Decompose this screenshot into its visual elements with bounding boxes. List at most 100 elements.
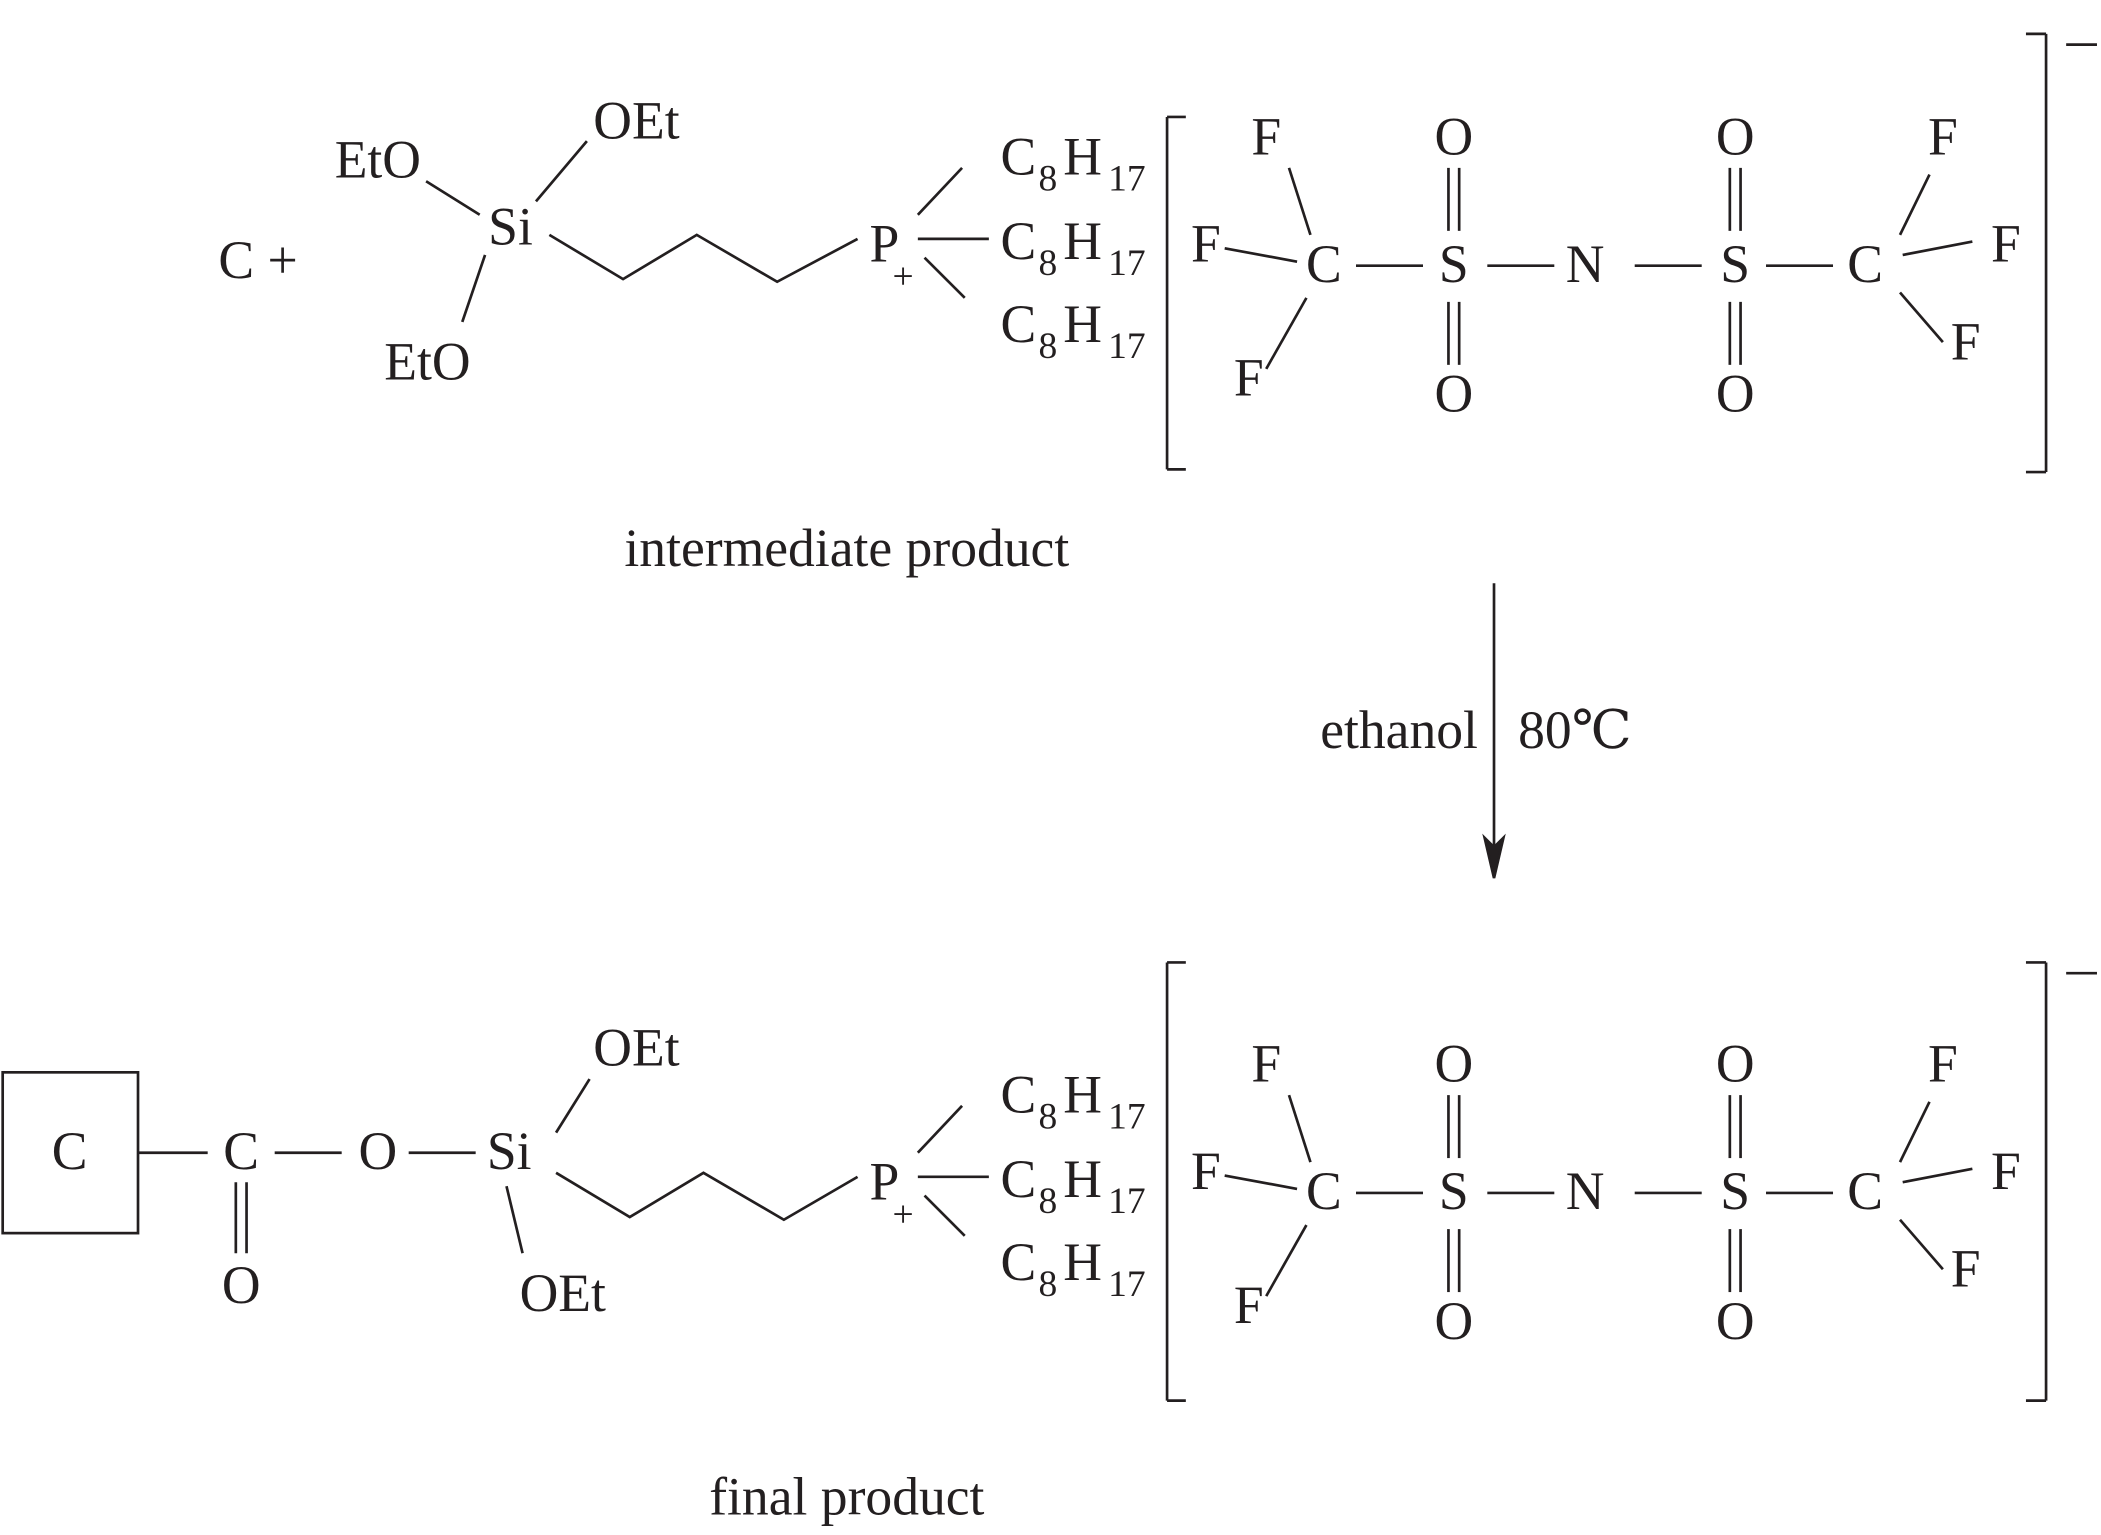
anion-oxygen: O (1434, 364, 1473, 424)
anion-oxygen: O (1716, 106, 1755, 166)
anion-carbon: C (1306, 1161, 1342, 1221)
condition-solvent: ethanol (1320, 700, 1478, 760)
ethoxy-group: EtO (335, 129, 421, 189)
bond-lines (138, 32, 2097, 1402)
octyl-h-subscript: 17 (1108, 1181, 1146, 1222)
condition-temperature: 80℃ (1518, 700, 1632, 760)
octyl-hydrogen: H (1063, 294, 1102, 354)
octyl-c-subscript: 8 (1038, 159, 1057, 200)
octyl-h-subscript: 17 (1108, 159, 1146, 200)
anion-sulfur: S (1720, 234, 1750, 294)
octyl-carbon: C (1000, 294, 1036, 354)
ethoxy-group: OEt (593, 1018, 679, 1078)
bond (534, 140, 588, 203)
octyl-hydrogen: H (1063, 1149, 1102, 1209)
anion-fluorine: F (1991, 1141, 2021, 1201)
bond (425, 180, 481, 216)
anion-fluorine: F (1234, 1275, 1264, 1335)
octyl-c-subscript: 8 (1038, 243, 1057, 284)
anion-sulfur: S (1720, 1161, 1750, 1221)
anion-fluorine: F (1951, 311, 1981, 371)
anion-fluorine: F (1251, 106, 1281, 166)
octyl-carbon: C (1000, 1065, 1036, 1125)
octyl-h-subscript: 17 (1108, 243, 1146, 284)
octyl-carbon: C (1000, 1149, 1036, 1209)
ethoxy-group: EtO (384, 332, 470, 392)
phosphonium-charge: + (893, 1194, 914, 1235)
anion-carbon: C (1847, 1161, 1883, 1221)
octyl-hydrogen: H (1063, 211, 1102, 271)
anion-oxygen: O (1434, 1291, 1473, 1351)
bond (923, 1194, 966, 1237)
bond (1265, 1224, 1308, 1297)
bond (505, 1185, 524, 1254)
final-product-label: final product (709, 1467, 984, 1527)
octyl-h-subscript: 17 (1108, 1097, 1146, 1138)
ethoxy-group: OEt (520, 1263, 606, 1323)
bond (461, 254, 487, 323)
bond (1265, 297, 1308, 370)
carbonyl-carbon: C (223, 1121, 259, 1181)
carbon-support-box (1, 1070, 140, 1235)
octyl-carbon: C (1000, 211, 1036, 271)
octyl-c-subscript: 8 (1038, 1181, 1057, 1222)
bond (923, 256, 966, 299)
anion-fluorine: F (1234, 348, 1264, 408)
bond (554, 1078, 591, 1134)
bond (916, 1104, 964, 1154)
anion-fluorine: F (1928, 106, 1958, 166)
bond (1902, 240, 1973, 257)
octyl-hydrogen: H (1063, 127, 1102, 187)
anion-fluorine: F (1251, 1034, 1281, 1094)
anion-fluorine: F (1991, 214, 2021, 274)
phosphorus-atom: P (869, 1152, 899, 1212)
anion-oxygen: O (1716, 1034, 1755, 1094)
anion-oxygen: O (1716, 364, 1755, 424)
bond (1898, 173, 1931, 236)
anion-oxygen: O (1434, 1034, 1473, 1094)
anion-fluorine: F (1951, 1239, 1981, 1299)
anion-oxygen: O (1716, 1291, 1755, 1351)
bond (916, 166, 964, 216)
anion-fluorine: F (1928, 1034, 1958, 1094)
bond (1287, 167, 1312, 236)
anion-nitrogen: N (1566, 234, 1605, 294)
bond (1224, 1174, 1298, 1191)
carbon-box-label: C (52, 1121, 88, 1181)
silicon-atom: Si (487, 1121, 532, 1181)
bond (1898, 1101, 1931, 1163)
octyl-h-subscript: 17 (1108, 326, 1146, 367)
octyl-c-subscript: 8 (1038, 326, 1057, 367)
bond (1902, 1167, 1973, 1184)
anion-sulfur: S (1439, 234, 1469, 294)
intermediate-product-label: intermediate product (624, 518, 1069, 578)
propyl-chain (548, 233, 859, 284)
octyl-hydrogen: H (1063, 1232, 1102, 1292)
octyl-c-subscript: 8 (1038, 1264, 1057, 1305)
octyl-hydrogen: H (1063, 1065, 1102, 1125)
propyl-chain (555, 1171, 859, 1222)
octyl-carbon: C (1000, 127, 1036, 187)
bond (1224, 246, 1298, 263)
octyl-h-subscript: 17 (1108, 1264, 1146, 1305)
reaction-arrow-head (1482, 833, 1506, 879)
anion-nitrogen: N (1566, 1161, 1605, 1221)
anion-carbon: C (1306, 234, 1342, 294)
carbonyl-oxygen: O (222, 1255, 261, 1315)
bond (1898, 291, 1944, 343)
anion-sulfur: S (1439, 1161, 1469, 1221)
anion-carbon: C (1847, 234, 1883, 294)
bond (1898, 1218, 1944, 1271)
phosphorus-atom: P (869, 214, 899, 274)
anion-fluorine: F (1191, 1141, 1221, 1201)
octyl-carbon: C (1000, 1232, 1036, 1292)
anion-oxygen: O (1434, 106, 1473, 166)
reactant-carbon: C + (218, 230, 297, 290)
octyl-c-subscript: 8 (1038, 1097, 1057, 1138)
ester-oxygen: O (359, 1121, 398, 1181)
ethoxy-group: OEt (593, 90, 679, 150)
anion-fluorine: F (1191, 214, 1221, 274)
